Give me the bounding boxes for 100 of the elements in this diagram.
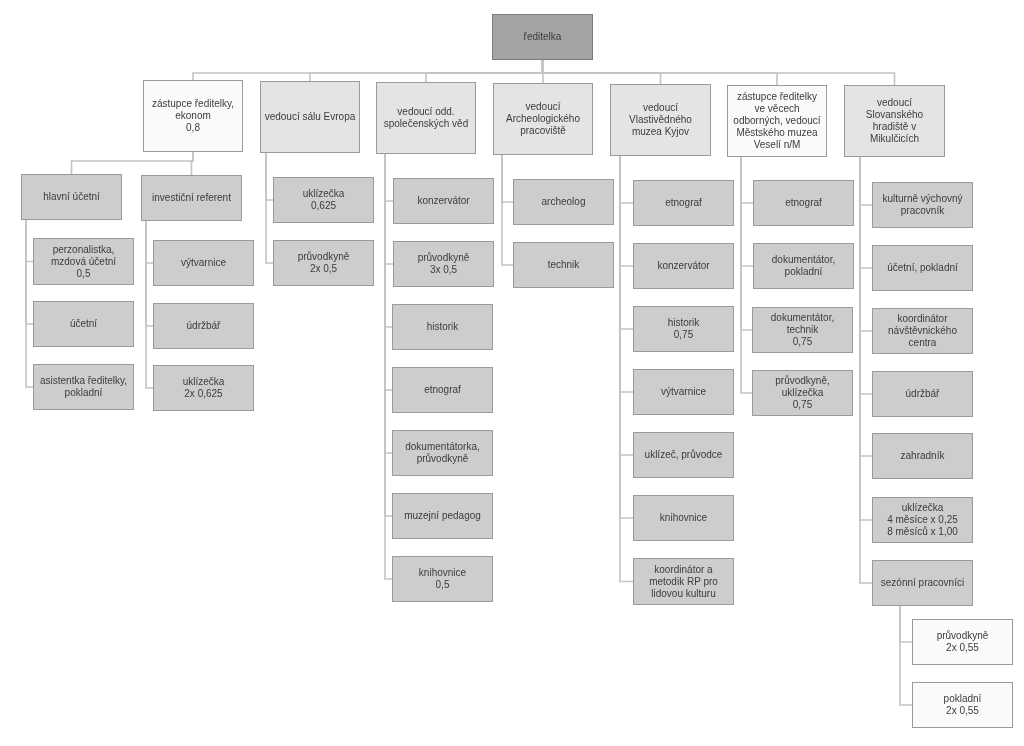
position-box — [33, 238, 134, 285]
position-box — [143, 80, 243, 152]
workload-text: 0,5 — [435, 579, 450, 591]
workload-text: 0,75 — [792, 399, 813, 411]
position-title: etnograf — [424, 384, 461, 396]
position-title: pokladní — [943, 693, 982, 705]
position-title: historik — [426, 321, 459, 333]
position-title: etnograf — [665, 197, 702, 209]
position-box — [33, 364, 134, 410]
workload-text: 4 měsíce x 0,25 — [887, 514, 958, 526]
position-title: vedoucí sálu Evropa — [264, 111, 356, 123]
position-title: koordinátor návštěvnického centra — [887, 313, 958, 349]
position-title: průvodkyně, uklízečka — [774, 375, 831, 399]
workload-text: 0,75 — [673, 329, 694, 341]
position-box — [872, 497, 973, 543]
position-box — [21, 174, 122, 220]
position-box — [393, 241, 494, 287]
position-title: dokumentátor, technik — [769, 312, 836, 336]
position-title: průvodkyně — [417, 252, 470, 264]
workload-text: 0,5 — [76, 267, 91, 280]
position-box — [492, 14, 593, 60]
position-title: sezónní pracovníci — [880, 577, 965, 589]
position-box — [872, 245, 973, 291]
position-title: vedoucí odd. společenských věd — [382, 106, 470, 130]
position-box — [633, 243, 734, 289]
connector-line — [145, 220, 154, 389]
workload-text: 0,75 — [792, 336, 813, 348]
position-title: dokumentátor, pokladní — [770, 254, 837, 278]
position-title: dokumentátorka, průvodkyně — [404, 441, 481, 465]
position-box — [633, 432, 734, 478]
position-title: výtvarnice — [181, 257, 226, 269]
position-title: konzervátor — [657, 260, 710, 272]
position-box — [633, 306, 734, 352]
workload-text: 2x 0,55 — [946, 642, 979, 654]
position-box — [912, 682, 1013, 728]
position-title: průvodkyně — [297, 251, 350, 263]
position-box — [872, 371, 973, 417]
position-box — [153, 240, 254, 286]
workload-text: 2x 0,55 — [946, 705, 979, 717]
position-title: uklízeč, průvodce — [644, 449, 723, 461]
position-title: knihovnice — [659, 512, 708, 524]
position-title: zahradník — [900, 450, 945, 462]
position-title: ředitelka — [523, 31, 562, 43]
position-title: zástupce ředitelky, ekonom — [150, 98, 236, 122]
position-box — [392, 430, 493, 476]
position-title: knihovnice — [418, 567, 467, 579]
workload-text: 8 měsíců x 1,00 — [887, 526, 958, 538]
workload-text: 3x 0,5 — [429, 264, 458, 276]
position-title: účetní — [69, 318, 98, 330]
position-title: investiční referent — [152, 192, 231, 204]
workload-text: 0,625 — [311, 200, 336, 212]
position-box — [872, 308, 973, 354]
position-title: zástupce ředitelky ve věcech odborných, vedoucí Městského muzea Veselí n/M — [732, 91, 822, 151]
position-box — [153, 303, 254, 349]
connector-line — [25, 219, 34, 388]
position-box — [393, 178, 494, 224]
position-title: perzonalistka, mzdová účetní — [49, 243, 117, 268]
position-box — [141, 175, 242, 221]
workload-text: 2x 0,5 — [309, 263, 338, 275]
position-title: asistentka ředitelky, pokladní — [38, 375, 129, 399]
position-title: uklízečka — [901, 502, 944, 514]
position-title: muzejní pedagog — [404, 510, 481, 522]
position-title: koordinátor a metodik RP pro lidovou kulturu — [648, 563, 719, 600]
position-box — [752, 370, 853, 416]
position-box — [872, 182, 973, 228]
position-box — [633, 495, 734, 541]
position-title: kulturně výchovný pracovník — [881, 193, 964, 217]
position-title: archeolog — [541, 196, 586, 208]
position-box — [392, 556, 493, 602]
position-box — [273, 240, 374, 286]
position-box — [753, 243, 854, 289]
position-box — [610, 84, 711, 156]
workload-text: 2x 0,625 — [184, 388, 223, 400]
position-title: hlavní účetní — [43, 191, 100, 203]
position-box — [392, 367, 493, 413]
position-title: vedoucí Slovanského hradiště v Mikulčicích — [864, 97, 925, 145]
position-title: uklízečka — [302, 188, 345, 200]
connector-line — [899, 605, 913, 706]
position-box — [260, 81, 360, 153]
position-title: výtvarnice — [661, 386, 706, 398]
position-box — [844, 85, 945, 157]
position-box — [33, 301, 134, 347]
position-box — [633, 369, 734, 415]
connector-line — [190, 151, 194, 176]
position-box — [153, 365, 254, 411]
position-box — [376, 82, 476, 154]
position-box — [872, 560, 973, 606]
position-title: průvodkyně — [936, 630, 989, 642]
position-title: údržbář — [905, 388, 940, 400]
position-title: údržbář — [186, 320, 221, 332]
position-title: etnograf — [785, 197, 822, 209]
connector-line — [501, 154, 514, 266]
position-box — [912, 619, 1013, 665]
workload-text: 0,8 — [186, 122, 200, 134]
connector-line — [265, 152, 274, 264]
position-title: konzervátor — [417, 195, 470, 207]
position-title: vedoucí Vlastivědného muzea Kyjov — [628, 102, 693, 138]
connector-line — [740, 156, 753, 394]
position-title: historik — [667, 317, 700, 329]
position-box — [727, 85, 827, 157]
